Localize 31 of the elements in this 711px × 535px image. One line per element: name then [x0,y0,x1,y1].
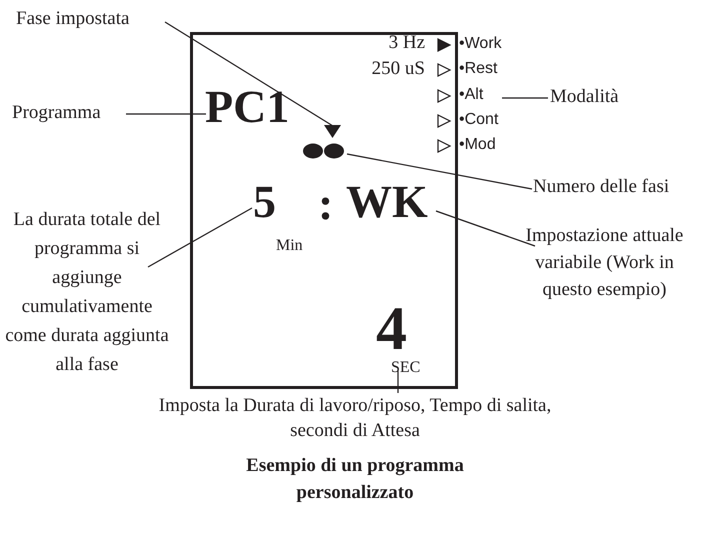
duration-value: 5 [253,179,283,227]
callout-label: Programma [12,102,126,128]
callout-label: La durata totale del programma si aggiunge cumulativamente come durata aggiunta alla fase [2,205,172,381]
leader-line [126,113,206,115]
leader-line [148,207,252,268]
caption: Esempio di un programma personalizzato [245,454,465,505]
unit-label: SEC [391,358,435,380]
mode-item: •Rest [459,59,519,81]
mode-item: •Cont [459,110,519,132]
display-screen [190,32,458,389]
callout-label: Modalità [550,86,646,112]
mode-item: •Mod [459,135,519,157]
phase-marker-icon [324,125,341,138]
separator-colon: : [318,181,334,227]
callout-label: Numero delle fasi [533,176,709,202]
leader-line [502,97,548,99]
leader-line [164,21,334,127]
unit-label: Min [276,236,316,258]
leader-line [346,153,532,190]
seconds-value: 4 [376,298,412,360]
leader-line [436,210,536,247]
frequency-value: 3 Hz [353,32,425,54]
callout-label: Impostazione attuale variabile (Work in questo esempio) [522,222,687,334]
callout-label: Imposta la Durata di lavoro/riposo, Tempo di salita, secondi di Attesa [130,393,580,443]
variable-code: WK [346,179,432,227]
pulse-width-value: 250 uS [338,58,425,82]
program-code: PC1 [205,84,295,136]
mode-item: •Work [459,34,519,56]
callout-label: Fase impostata [16,8,166,32]
mode-item: •Alt [459,85,501,107]
phase-dots-icon [303,143,344,159]
